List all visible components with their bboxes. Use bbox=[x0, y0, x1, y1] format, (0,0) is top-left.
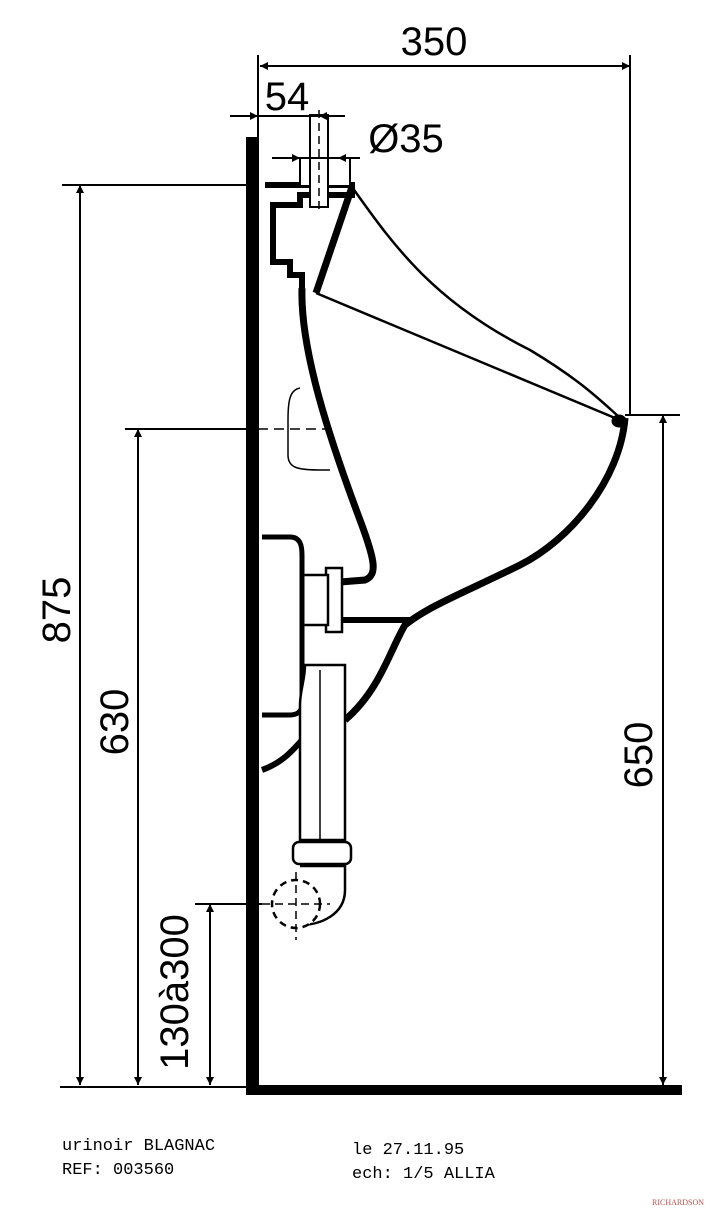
dimension-350: 350 bbox=[257, 20, 631, 415]
waste-outlet bbox=[262, 534, 410, 940]
urinal-front-bowl bbox=[342, 417, 629, 723]
urinal-lip bbox=[312, 185, 356, 295]
dimension-54: 54 bbox=[230, 75, 345, 120]
caption-ref: REF: 003560 bbox=[62, 1161, 174, 1180]
dimension-875: 875 bbox=[35, 184, 246, 1085]
dim-54-label: 54 bbox=[265, 75, 310, 119]
dimension-diameter-35: Ø35 bbox=[272, 117, 444, 162]
watermark: RICHARDSON bbox=[652, 1198, 704, 1207]
wall bbox=[246, 137, 259, 1092]
trap-pipe bbox=[298, 663, 347, 842]
dim-630-label: 630 bbox=[93, 689, 137, 756]
outlet-neck bbox=[337, 582, 410, 623]
urinal-body bbox=[258, 182, 629, 773]
urinal-hood-curve bbox=[350, 186, 619, 417]
floor bbox=[246, 1085, 682, 1095]
fixing-recess bbox=[287, 387, 330, 471]
dimension-630: 630 bbox=[93, 428, 246, 1085]
dim-650-label: 650 bbox=[617, 722, 661, 789]
dim-350-label: 350 bbox=[401, 20, 468, 64]
wall-floor bbox=[60, 137, 682, 1095]
urinal-front-tip bbox=[611, 414, 627, 428]
dimension-130-300: 130à300 bbox=[153, 903, 262, 1085]
caption-date: le 27.11.95 bbox=[352, 1141, 464, 1160]
trap-coupling bbox=[291, 840, 353, 866]
dim-130-300-label: 130à300 bbox=[153, 914, 197, 1070]
dimension-650: 650 bbox=[617, 414, 680, 1085]
urinal-hood-line bbox=[315, 291, 616, 420]
caption-scale: ech: 1/5 ALLIA bbox=[352, 1165, 496, 1184]
dim-35-label: Ø35 bbox=[368, 117, 444, 161]
wall-bracket bbox=[262, 534, 305, 718]
caption-block: urinoir BLAGNAC REF: 003560 le 27.11.95 … bbox=[62, 1137, 496, 1184]
dim-875-label: 875 bbox=[35, 577, 79, 644]
watermark-text: RICHARDSON bbox=[652, 1198, 704, 1207]
caption-product: urinoir BLAGNAC bbox=[62, 1137, 215, 1156]
urinal-outer-bowl bbox=[298, 287, 377, 586]
urinal-back-top bbox=[265, 182, 355, 288]
